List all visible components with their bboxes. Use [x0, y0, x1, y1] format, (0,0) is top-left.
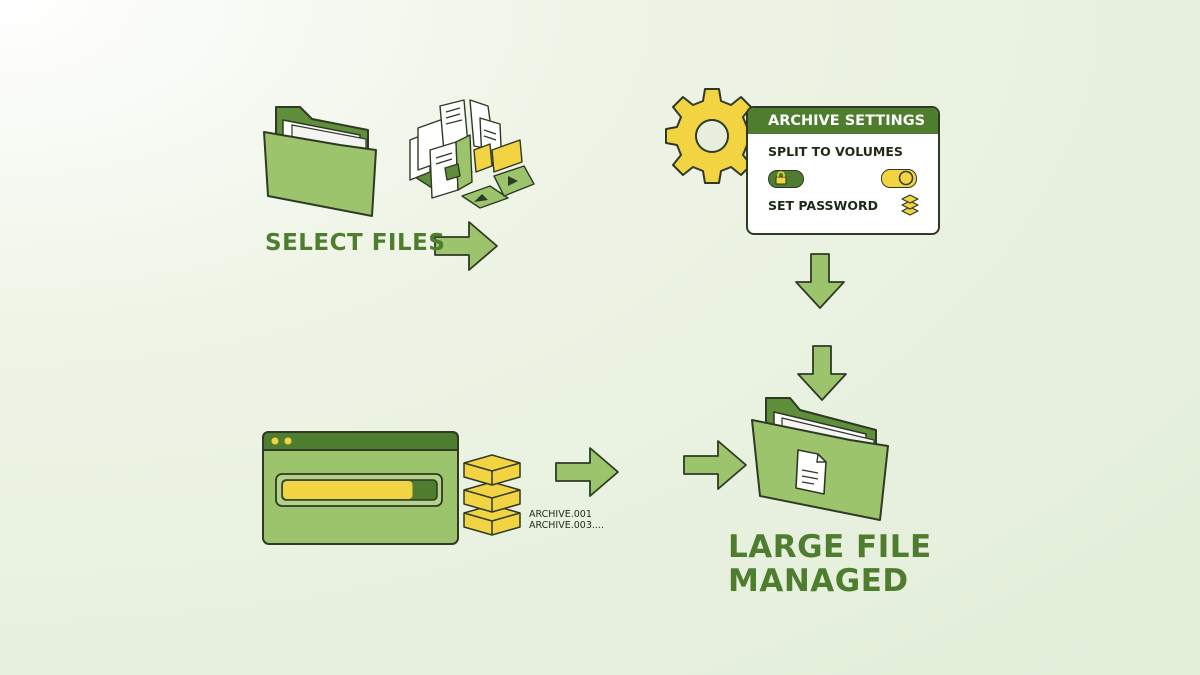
arrow-right-icon	[683, 440, 747, 490]
scattered-files-icon	[409, 99, 535, 209]
split-volumes-label: SPLIT TO VOLUMES	[768, 144, 903, 159]
toggle-knob-icon	[898, 170, 914, 186]
archive-settings-title: ARCHIVE SETTINGS	[748, 108, 938, 134]
split-volumes-toggle[interactable]	[881, 169, 917, 188]
stack-icon	[901, 194, 919, 216]
archive-settings-card: ARCHIVE SETTINGS SPLIT TO VOLUMES SET PA…	[746, 106, 940, 235]
large-file-managed-label: LARGE FILE MANAGED	[728, 530, 932, 598]
volume-label-2: ARCHIVE.003....	[529, 520, 604, 531]
arrow-down-icon	[797, 345, 847, 401]
gear-icon	[665, 88, 759, 184]
archive-stack-icon	[463, 454, 521, 536]
document-icon	[795, 449, 827, 495]
select-files-label: SELECT FILES	[265, 230, 446, 256]
result-line-2: MANAGED	[728, 563, 909, 599]
lock-icon	[775, 171, 787, 185]
folder-icon	[263, 106, 377, 217]
set-password-label: SET PASSWORD	[768, 198, 878, 213]
arrow-right-icon	[555, 447, 619, 497]
lock-toggle[interactable]	[768, 170, 804, 188]
arrow-down-icon	[795, 253, 845, 309]
result-line-1: LARGE FILE	[728, 529, 932, 565]
volume-label-1: ARCHIVE.001	[529, 509, 592, 520]
progress-window-icon	[262, 431, 459, 545]
